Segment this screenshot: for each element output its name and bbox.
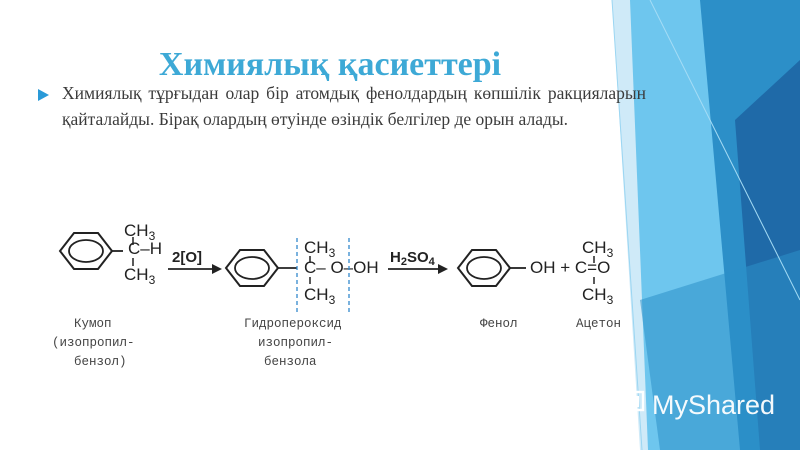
caption-phenol: Фенол — [480, 317, 518, 331]
phenol-molecule: OH + C=O CH3 CH3 — [456, 238, 614, 307]
reagent-oxygen: 2[O] — [172, 249, 202, 266]
caption-cumene-line1: Кумоп — [74, 317, 112, 331]
captions: Кумоп (изопропил- бензол) Гидропероксид … — [52, 317, 621, 369]
watermark-text: MyShared — [652, 389, 776, 420]
presentation-board-icon — [615, 389, 645, 422]
cumene-ch3-top: CH3 — [124, 221, 156, 243]
cumene-c-h: C–H — [128, 239, 162, 258]
bullet-item: Химиялық тұрғыдан олар бір атомдық фенол… — [36, 80, 646, 132]
phenol-oh-plus-acetone: OH + C=O — [530, 258, 610, 277]
reagent-sulfuric-acid: H2SO4 — [390, 249, 436, 268]
reaction-scheme: C–H CH3 CH3 2[O] C– O–OH CH3 CH3 H2SO4 — [52, 221, 621, 369]
arrow-2: H2SO4 — [388, 249, 448, 274]
hydroperoxide-ch3-top: CH3 — [304, 238, 336, 260]
triangle-bullet-icon — [38, 89, 49, 101]
caption-hydroperoxide-line1: Гидропероксид — [244, 317, 342, 331]
slide-title: Химиялық қасиеттері — [158, 46, 502, 83]
cumene-molecule: C–H CH3 CH3 — [58, 221, 162, 287]
deco-lower-band — [640, 250, 800, 450]
caption-hydroperoxide-line2: изопропил- — [258, 336, 333, 350]
caption-hydroperoxide-line3: бензола — [264, 355, 317, 369]
deco-line — [649, 0, 800, 301]
arrow-1: 2[O] — [168, 249, 222, 274]
acetone-ch3-top: CH3 — [582, 238, 614, 260]
acetone-ch3-bottom: CH3 — [582, 285, 614, 307]
caption-cumene-line2: (изопропил- — [52, 336, 135, 350]
cumene-ch3-bottom: CH3 — [124, 265, 156, 287]
hydroperoxide-c-o-oh: C– O–OH — [304, 258, 379, 277]
caption-cumene-line3: бензол) — [74, 355, 127, 369]
hydroperoxide-molecule: C– O–OH CH3 CH3 — [224, 238, 379, 312]
body-text: Химиялық тұрғыдан олар бір атомдық фенол… — [62, 83, 646, 129]
hydroperoxide-ch3-bottom: CH3 — [304, 285, 336, 307]
deco-line — [611, 0, 643, 450]
watermark: MyShared — [614, 388, 775, 422]
caption-acetone: Ацетон — [576, 317, 621, 331]
